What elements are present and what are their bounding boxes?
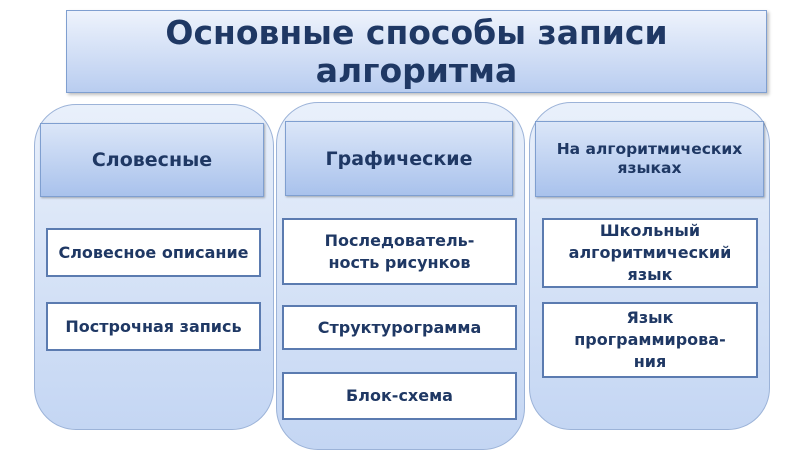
- column-header-languages: На алгоритмических языках: [535, 121, 764, 197]
- method-item: Блок-схема: [282, 372, 517, 420]
- method-item: Построчная запись: [46, 302, 261, 351]
- method-item: Последователь-ность рисунков: [282, 218, 517, 285]
- method-item: Язык программирова-ния: [542, 302, 758, 378]
- method-item: Словесное описание: [46, 228, 261, 277]
- method-item: Структурограмма: [282, 305, 517, 350]
- column-header-verbal: Словесные: [40, 123, 264, 197]
- column-header-graphic: Графические: [285, 121, 513, 196]
- diagram-title: Основные способы записи алгоритма: [66, 10, 767, 93]
- method-item: Школьный алгоритмический язык: [542, 218, 758, 288]
